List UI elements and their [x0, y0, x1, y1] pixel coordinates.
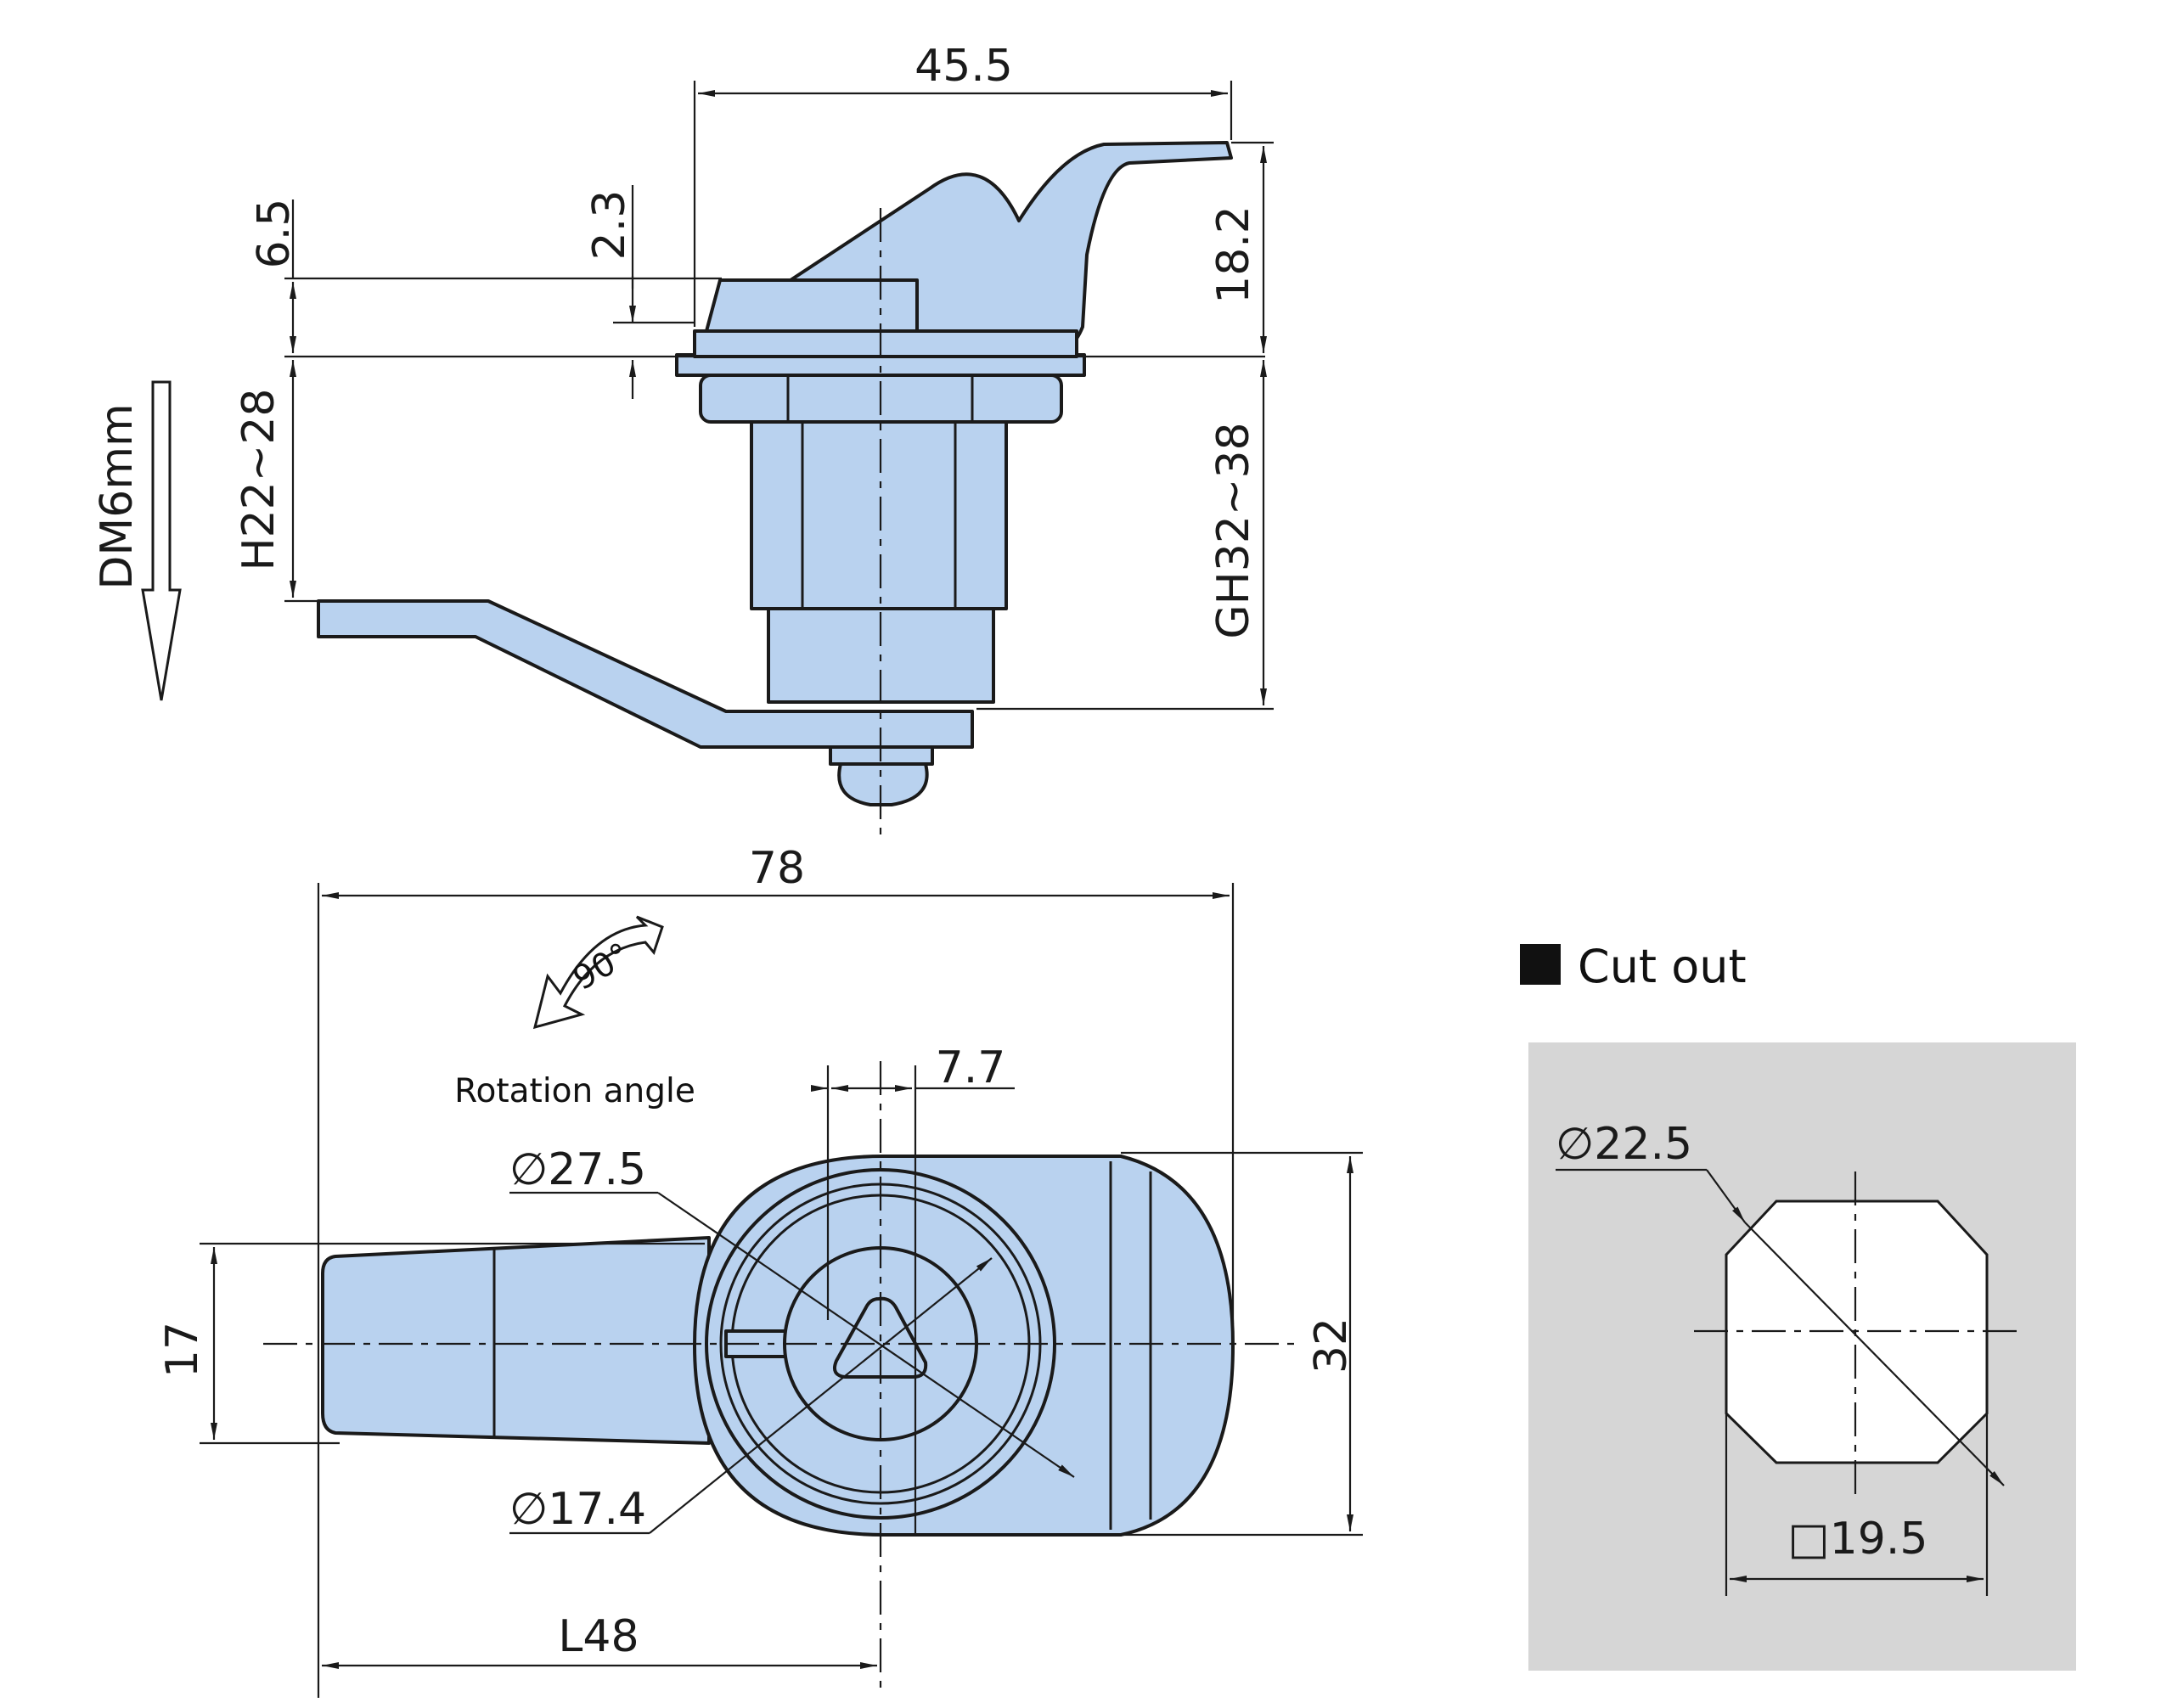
dim-45-5: 45.5 — [914, 41, 1013, 92]
rotation-caption: Rotation angle — [454, 1072, 695, 1110]
cutout-dia-diag — [1744, 1222, 2005, 1486]
dim-7-7: 7.7 — [936, 1042, 1006, 1093]
cap-top — [705, 278, 919, 333]
cutout-dia-22-5: ∅22.5 — [1556, 1119, 1692, 1170]
hex-body — [750, 420, 1008, 610]
cutout-title: Cut out — [1578, 940, 1747, 993]
dim-6-5: 6.5 — [249, 199, 300, 269]
dm-arrow-icon — [141, 380, 182, 701]
rotation-arrow-icon — [532, 915, 664, 1030]
screw-head — [837, 762, 929, 806]
cutout-square-19-5: □19.5 — [1788, 1514, 1928, 1565]
dim-dia-27-5: ∅27.5 — [509, 1144, 646, 1195]
dim-17-leader-2 — [649, 1257, 993, 1534]
flange-top — [693, 329, 1078, 358]
cutout-title-square-icon — [1520, 944, 1561, 985]
dim-32: 32 — [1306, 1318, 1357, 1374]
dim-27-leader-2 — [657, 1192, 1075, 1478]
top-view: 78 90° Rotation angle 7.7 ∅27.5 ∅17.4 17… — [157, 843, 1363, 1698]
dm-6mm: DM6mm — [92, 403, 143, 589]
top-lever — [321, 1236, 711, 1445]
dim-78: 78 — [749, 843, 805, 894]
dim-gh32-38: GH32~38 — [1208, 422, 1259, 638]
dim-17: 17 — [157, 1322, 208, 1378]
cutout-dia-leader-2 — [1706, 1169, 1746, 1223]
dim-h22-28: H22~28 — [234, 388, 284, 570]
dim-l48: L48 — [558, 1611, 639, 1662]
dim-18-2: 18.2 — [1208, 205, 1259, 304]
cam-bar — [317, 599, 974, 749]
dim-2-3: 2.3 — [584, 190, 635, 261]
cutout-section: Cut out ∅22.5 □19.5 — [1520, 940, 2076, 1671]
side-view: 45.5 6.5 2.3 18.2 GH32~38 H22~28 DM6mm — [92, 41, 1274, 836]
dim-dia-17-4: ∅17.4 — [509, 1484, 646, 1535]
